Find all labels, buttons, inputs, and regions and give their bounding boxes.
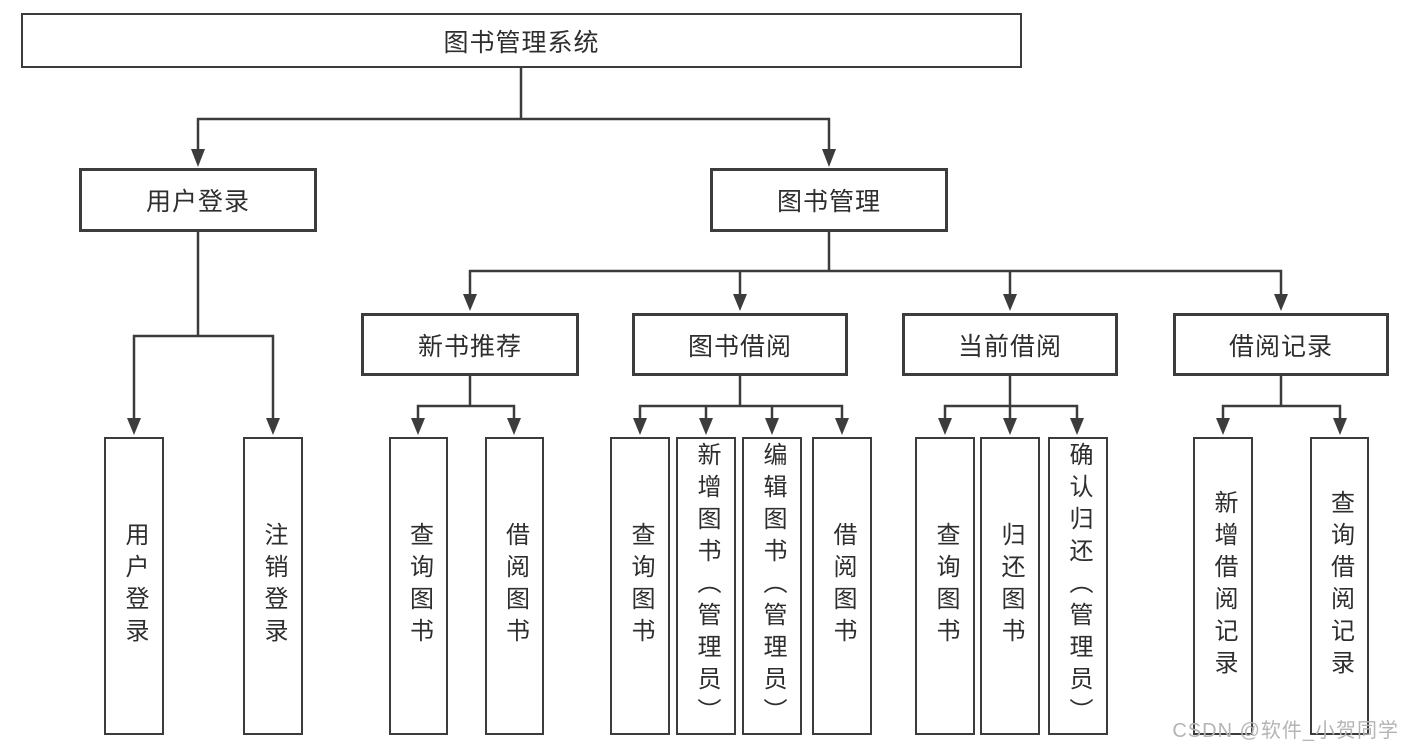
leaf-label: 编辑图书（管理员） [759, 442, 786, 730]
leaf-user-login: 用户登录 [104, 437, 164, 735]
leaf-label: 注销登录 [260, 522, 287, 650]
leaf-label: 新增图书（管理员） [693, 442, 720, 730]
leaf-query-books-current: 查询图书 [915, 437, 975, 735]
leaf-label: 借阅图书 [829, 522, 856, 650]
tree-edges [132, 66, 1342, 421]
leaf-logout: 注销登录 [243, 437, 303, 735]
node-book-borrow: 图书借阅 [632, 313, 848, 376]
leaf-label: 归还图书 [997, 522, 1024, 650]
leaf-add-borrow-record: 新增借阅记录 [1193, 437, 1253, 735]
leaf-query-books-recommend: 查询图书 [389, 437, 448, 735]
leaf-confirm-return-admin: 确认归还（管理员） [1048, 437, 1108, 735]
leaf-label: 查询图书 [405, 522, 433, 650]
node-book-management: 图书管理 [710, 168, 948, 232]
leaf-label: 借阅图书 [501, 522, 529, 650]
node-user-login: 用户登录 [79, 168, 317, 232]
node-new-book-recommend: 新书推荐 [361, 313, 579, 376]
leaf-return-books: 归还图书 [980, 437, 1040, 735]
leaf-label: 确认归还（管理员） [1065, 442, 1092, 730]
node-borrow-records: 借阅记录 [1173, 313, 1389, 376]
leaf-label: 用户登录 [121, 522, 148, 650]
leaf-label: 查询图书 [932, 522, 959, 650]
leaf-label: 查询图书 [627, 522, 654, 650]
leaf-query-books-borrow: 查询图书 [610, 437, 670, 735]
arrowhead-icons [127, 149, 1347, 435]
leaf-borrow-books: 借阅图书 [812, 437, 872, 735]
leaf-edit-books-admin: 编辑图书（管理员） [742, 437, 802, 735]
leaf-label: 新增借阅记录 [1210, 490, 1237, 682]
leaf-label: 查询借阅记录 [1326, 490, 1354, 682]
leaf-borrow-books-recommend: 借阅图书 [485, 437, 544, 735]
leaf-add-books-admin: 新增图书（管理员） [676, 437, 736, 735]
node-root-system: 图书管理系统 [21, 13, 1022, 68]
csdn-watermark: CSDN @软件_小贺同学 [1172, 720, 1399, 742]
node-current-borrow: 当前借阅 [902, 313, 1118, 376]
leaf-query-borrow-record: 查询借阅记录 [1310, 437, 1369, 735]
